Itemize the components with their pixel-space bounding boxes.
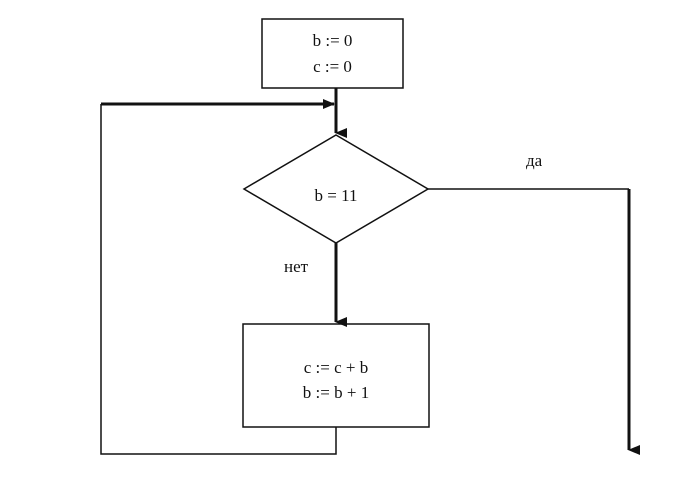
condition-text: b = 11 [314, 186, 358, 205]
body-block-line-1: c := c + b [303, 358, 369, 377]
init-block-line-1: b := 0 [312, 31, 353, 50]
flow-line-loop-back [100, 104, 337, 455]
body-block-line-2: b := b + 1 [302, 383, 370, 402]
yes-branch-label: да [526, 151, 543, 170]
init-block [261, 18, 404, 89]
init-block-line-2: c := 0 [313, 57, 352, 76]
no-branch-label: нет [284, 257, 309, 276]
